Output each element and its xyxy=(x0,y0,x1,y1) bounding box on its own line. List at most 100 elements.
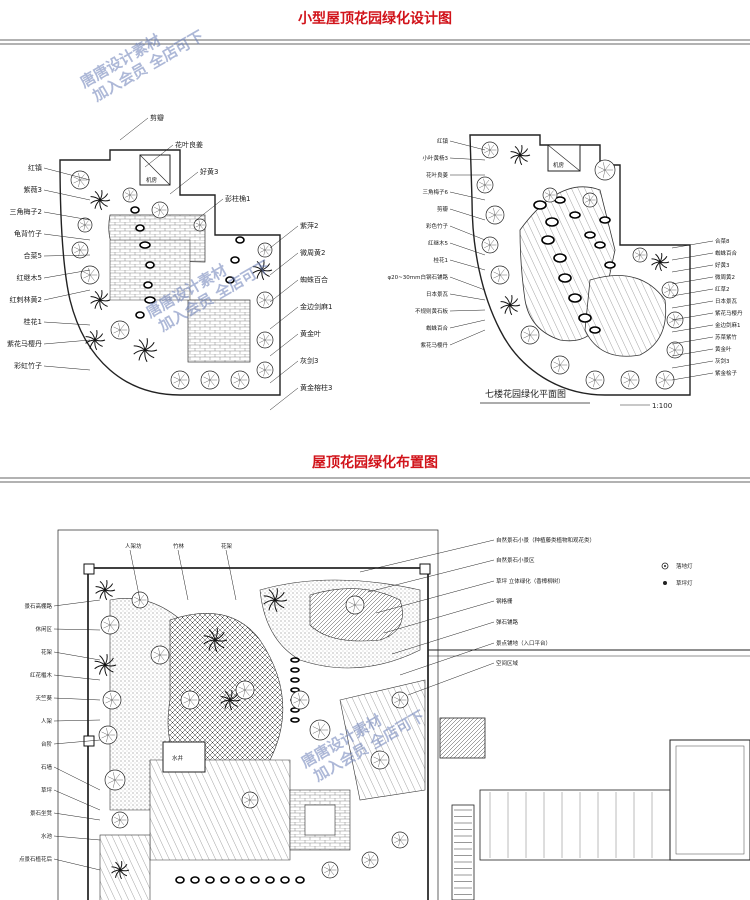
stepping-stone xyxy=(545,217,559,227)
bottom-label-t-2: 花架 xyxy=(221,542,233,550)
callout: 剪瓣 xyxy=(119,113,164,141)
left-plan-label-r-8: 黄金叶 xyxy=(300,329,321,338)
callout: 石墙 xyxy=(41,763,101,791)
right-plan-label-r-7: 金边剑麻1 xyxy=(715,321,741,329)
plant-symbol xyxy=(321,861,339,879)
callout: 蜘蛛百合 xyxy=(671,249,738,261)
bottom-label-l-6: 台阶 xyxy=(41,740,53,748)
left-plan-label-r-2: 好黄3 xyxy=(200,167,218,176)
plant-symbol xyxy=(263,588,288,613)
plant-symbol xyxy=(485,205,505,225)
callout: 景石坐凳 xyxy=(30,809,101,821)
plant-symbol xyxy=(585,370,605,390)
bottom-label-r-0: 自然景石小景（种植藤类植物和观花类） xyxy=(496,536,595,544)
plant-symbol xyxy=(122,187,138,203)
bottom-label-l-7: 石墙 xyxy=(41,763,53,771)
bottom-label-l-0: 景石高棚路 xyxy=(24,602,52,610)
plant-symbol xyxy=(110,320,130,340)
callout: 红镇 xyxy=(28,163,91,181)
bottom-label-l-8: 草坪 xyxy=(41,786,53,794)
plant-symbol xyxy=(193,218,207,232)
bottom-label-r-3: 钢格栅 xyxy=(496,597,513,605)
left-plan-label-l-9: 彩虹竹子 xyxy=(14,361,42,370)
stepping-stone xyxy=(553,253,567,263)
stepping-stone xyxy=(541,235,555,245)
plant-symbol xyxy=(70,170,90,190)
left-plan-label-r-10: 黄金榕柱3 xyxy=(300,383,332,392)
right-plan-label-l-0: 红镇 xyxy=(437,137,449,145)
plant-symbol xyxy=(220,690,241,711)
left-plan-label-l-3: 龟背竹子 xyxy=(14,229,42,238)
right-plan-label-l-6: 红继木5 xyxy=(428,239,449,247)
stepping-stone xyxy=(225,276,235,284)
callout: 桂花1 xyxy=(24,317,91,326)
bottom-label-t-1: 竹林 xyxy=(173,542,185,550)
plant-symbol xyxy=(391,831,409,849)
plant-symbol xyxy=(476,176,494,194)
callout: 紫花马樱丹 xyxy=(671,309,743,321)
plant-symbol xyxy=(95,580,116,601)
right-plan-label-l-7: 桂花1 xyxy=(434,256,449,264)
plant-symbol xyxy=(257,242,273,258)
callout: 人架坊 xyxy=(125,542,142,601)
callout: 花叶良姜 xyxy=(426,171,485,179)
stepping-path-bottom xyxy=(175,657,305,884)
stepping-stones-right xyxy=(533,196,616,334)
plant-symbol xyxy=(542,187,558,203)
plant-symbol xyxy=(90,190,111,211)
plant-symbol xyxy=(309,719,331,741)
stepping-stone xyxy=(568,293,582,303)
stepping-stone xyxy=(290,707,300,713)
plant-symbol xyxy=(85,330,106,351)
stepping-stone xyxy=(290,717,300,723)
plant-symbol xyxy=(104,769,126,791)
plant-symbol xyxy=(241,791,259,809)
plant-symbol xyxy=(666,341,684,359)
right-plan-caption: 七楼花园绿化平面图 xyxy=(485,388,566,400)
bottom-label-l-11: 点景石植花后 xyxy=(19,855,53,863)
callout: 人架 xyxy=(41,718,101,725)
callout: 紫金桧子 xyxy=(671,369,738,381)
stepping-stone xyxy=(139,241,151,249)
right-plan-label-l-5: 彩色竹子 xyxy=(426,222,449,230)
bottom-label-l-2: 花架 xyxy=(41,648,53,656)
plant-symbol xyxy=(582,192,598,208)
callout: 不规则黄石板 xyxy=(415,307,486,315)
stairs xyxy=(454,792,653,895)
upper-sheet-frame xyxy=(0,39,750,483)
plant-symbol xyxy=(170,370,190,390)
stepping-stone xyxy=(280,876,290,884)
callout: 灰剑3 xyxy=(671,357,730,369)
plant-symbol xyxy=(481,141,499,159)
plant-symbol xyxy=(666,311,684,329)
plant-symbol xyxy=(510,145,531,166)
plant-symbol xyxy=(80,265,100,285)
plant-symbol xyxy=(594,159,616,181)
callout: 草坪 立体绿化（香樟柳树） xyxy=(375,577,564,614)
bottom-label-r-1: 自然景石小景区 xyxy=(496,556,535,564)
callout: 景石高棚路 xyxy=(24,599,101,610)
callout: 日本景瓦 xyxy=(671,297,738,309)
callout: 黄金榕柱3 xyxy=(269,383,332,411)
plant-symbol xyxy=(203,628,228,653)
right-plan-label-l-10: 不规则黄石板 xyxy=(415,307,449,315)
callout: 微周黄2 xyxy=(269,248,325,276)
bottom-label-l-5: 人架 xyxy=(41,718,53,725)
callout: 休闲区 xyxy=(35,625,101,633)
right-plan-label-l-8: φ20~30mm白钢石铺路 xyxy=(388,273,449,281)
callout: 微周黄2 xyxy=(671,273,735,285)
stepping-stone xyxy=(558,273,572,283)
callout: 彩虹竹子 xyxy=(14,361,91,371)
right-plan-label-r-1: 蜘蛛百合 xyxy=(715,249,738,257)
callout: 三角梅子2 xyxy=(10,207,91,221)
callout: 蜘蛛百合 xyxy=(269,275,328,303)
plant-symbol xyxy=(230,370,250,390)
callout: 紫花马樱丹 xyxy=(7,339,91,348)
callout: 金边剑麻1 xyxy=(269,302,332,330)
callout: 红草2 xyxy=(671,285,730,297)
left-plan-label-r-4: 紫萍2 xyxy=(300,221,318,230)
bottom-label-r-2: 草坪 立体绿化（香樟柳树） xyxy=(496,577,564,585)
bottom-title: 屋顶花园绿化布置图 xyxy=(312,455,438,471)
callout: 龟背竹子 xyxy=(14,229,91,241)
